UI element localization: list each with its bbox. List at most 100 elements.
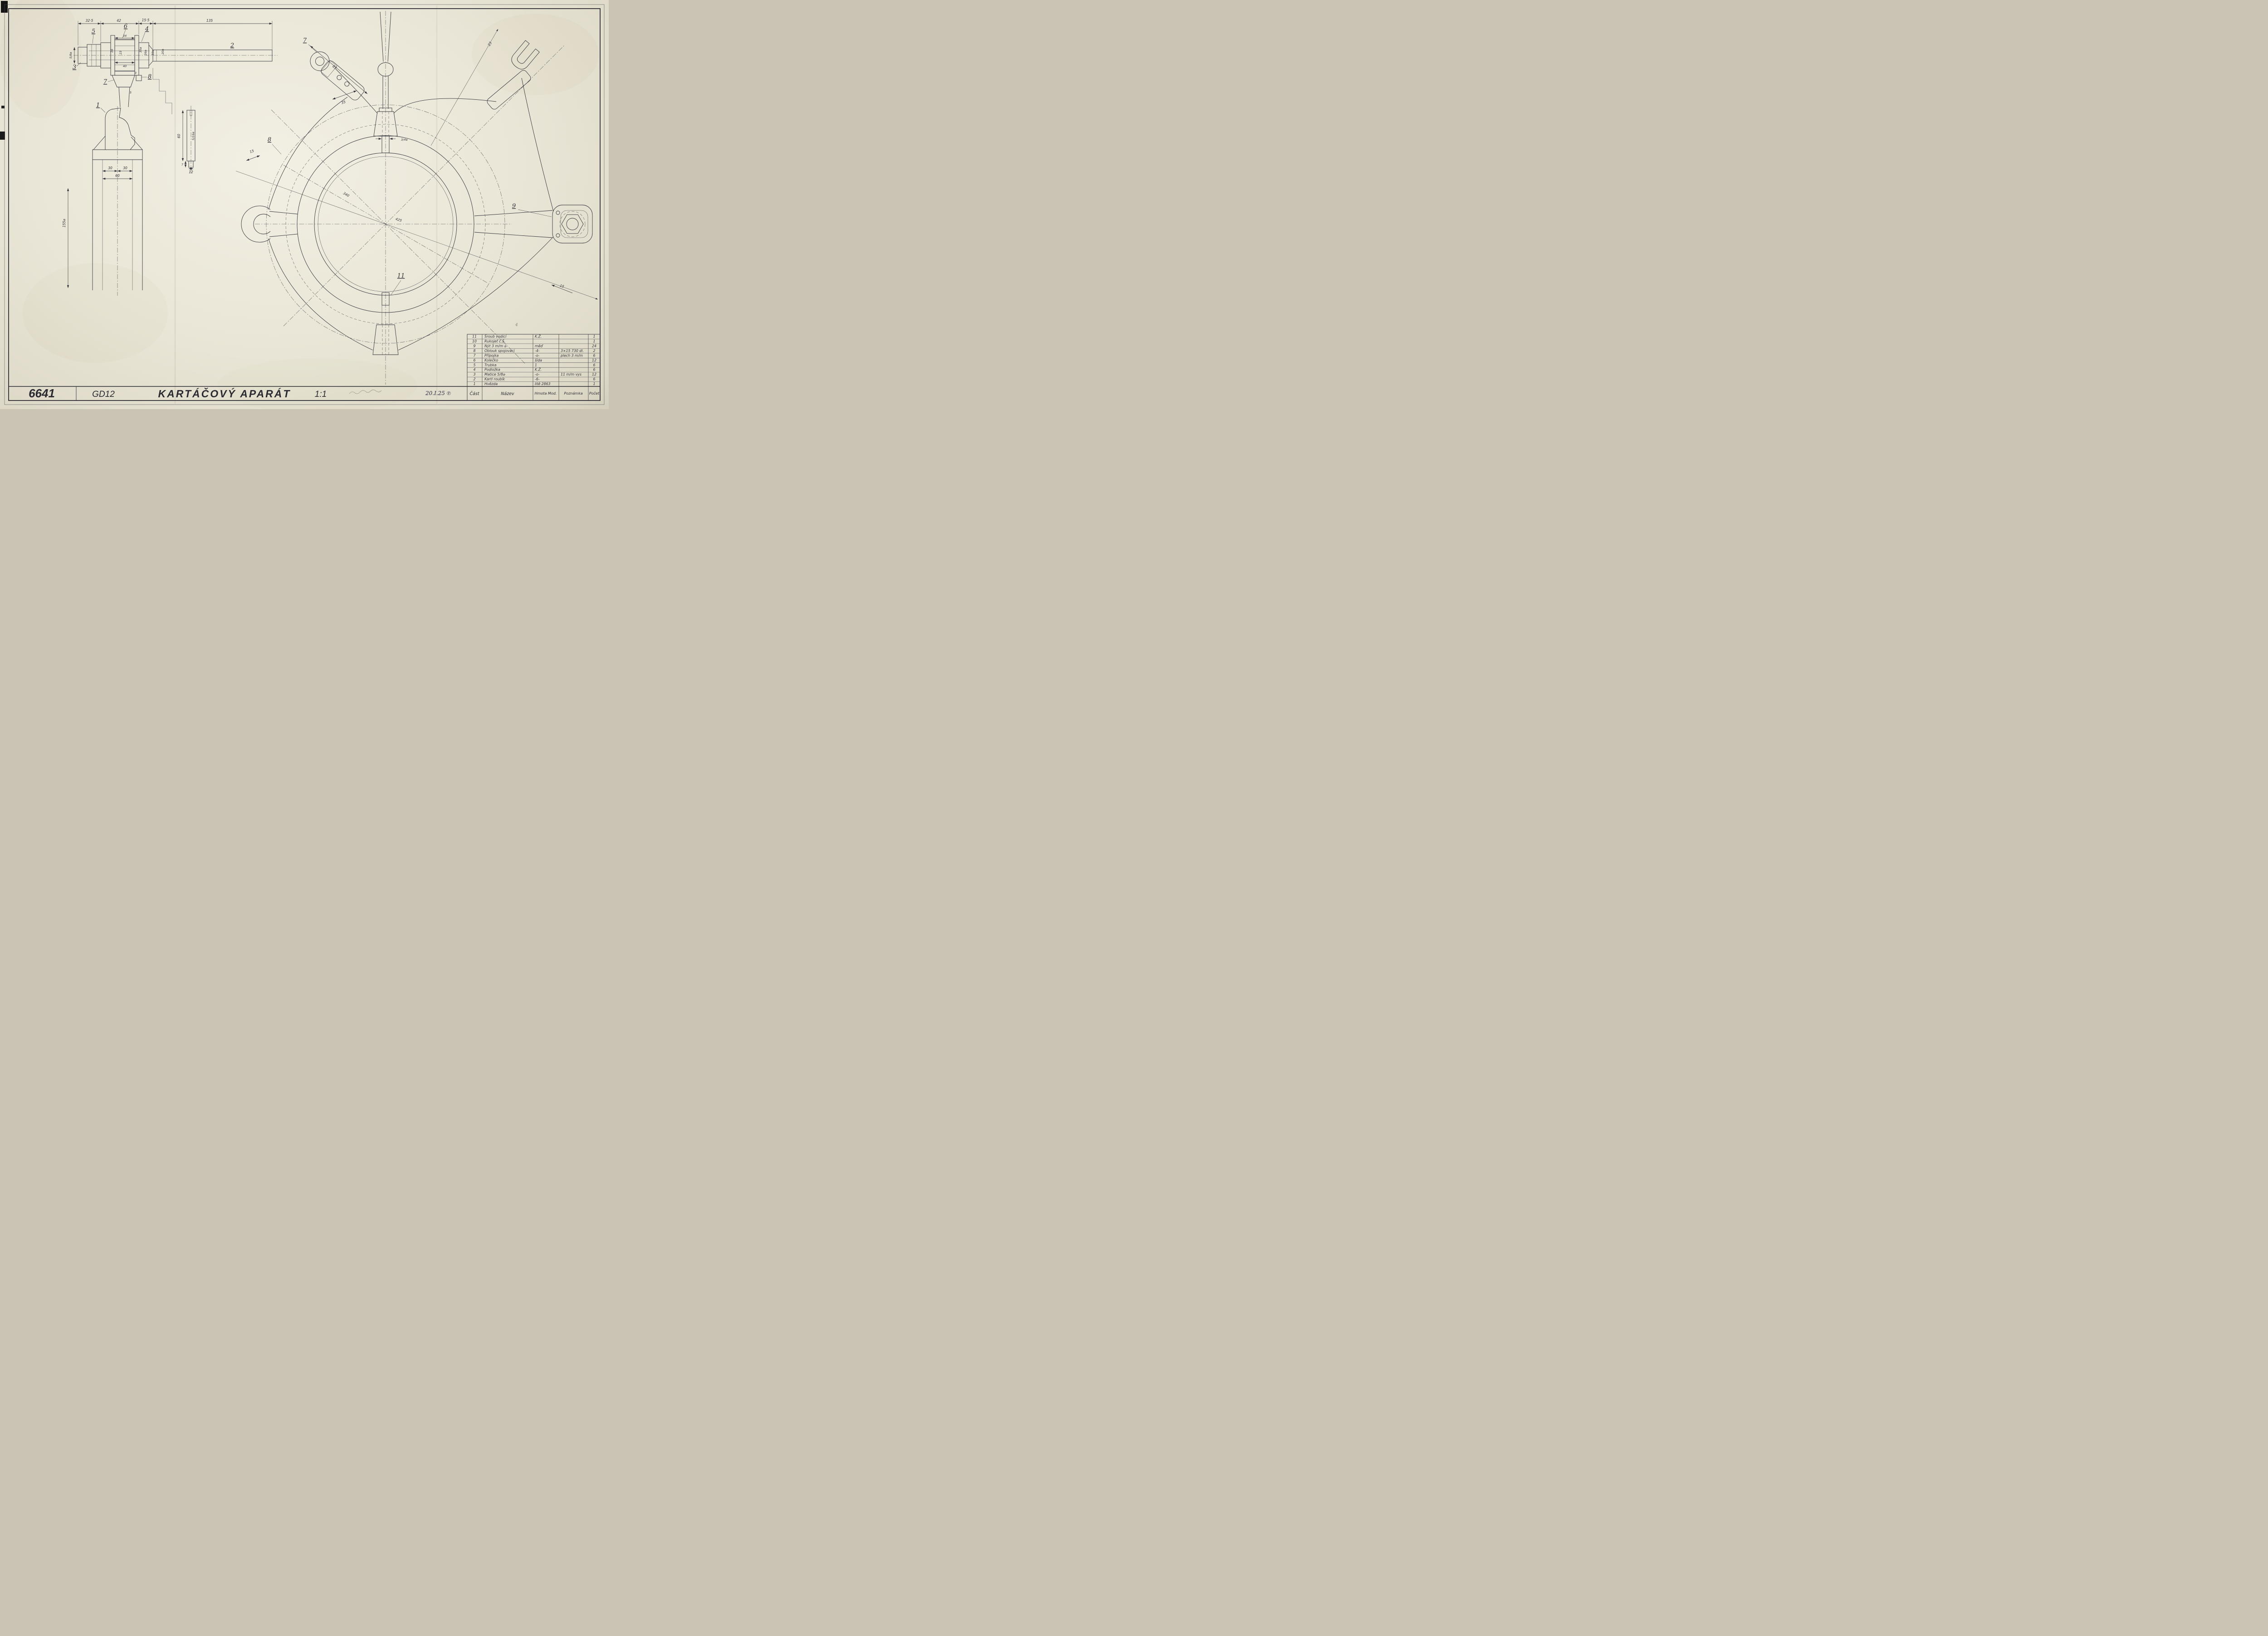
dim-30-left: 30	[108, 166, 112, 170]
cell-num: 11	[472, 335, 477, 339]
paper-stains	[0, 0, 599, 409]
diameter-line-425	[235, 171, 598, 300]
cell-nazev: Šroub vodicí	[484, 335, 507, 339]
border-frame	[4, 4, 605, 405]
cell-nazev: Podložka	[484, 368, 500, 372]
dim-155dia: 155⌀	[62, 219, 66, 227]
inner-border	[8, 8, 601, 401]
header-nazev: Název	[501, 391, 514, 396]
header-poznamka: Poznámka	[564, 391, 582, 396]
shaft-assembly-view: 32·5 42 15·5 135 34 5/8⌀ 16 23 35⌀ 26⌀ 5…	[67, 18, 278, 288]
cell-num: 4	[474, 368, 476, 372]
callout-4: 4	[145, 26, 149, 33]
dim-star-15-right: 15	[559, 283, 565, 289]
cell-pocet: 1	[593, 339, 596, 343]
part1-hook-section	[105, 107, 135, 150]
table-row: 6 Kolečko šída 12	[474, 358, 596, 362]
table-row: 7 Přípojka -o- plech 3 m/m 6	[474, 353, 596, 357]
bracket-body	[321, 60, 365, 100]
cell-nazev: Hvězda	[484, 382, 498, 386]
dim-50dia: 50⌀	[151, 50, 155, 55]
washer-circle	[559, 211, 586, 237]
callout-star-11: 11	[397, 273, 405, 279]
part6-bushing-section-top	[114, 39, 135, 46]
cell-num: 10	[472, 339, 477, 343]
hex-nut	[561, 214, 584, 234]
header-hmota: Hmota Mod.	[535, 391, 557, 396]
pin-detail-view: 60 5/16⌀ 12 7	[177, 106, 196, 174]
table-row: 4 Podložka K.Ž. 6	[474, 368, 596, 372]
scan-artifacts	[0, 1, 438, 404]
dim-34: 34	[123, 34, 127, 38]
bracket-rivet-2	[344, 81, 350, 87]
callout-2: 2	[230, 42, 234, 49]
top-brush-stem	[381, 136, 390, 153]
cell-num: 5	[474, 363, 476, 367]
drawing-scale: 1:1	[315, 390, 327, 399]
outer-pitch-circle	[266, 104, 505, 344]
right-clevis-arm	[474, 205, 593, 244]
dim-star-15-left: 15	[249, 149, 254, 154]
cell-poznamka: 11 m/m vys	[561, 372, 582, 376]
drawing-number: 6641	[29, 386, 55, 400]
nut-bore	[566, 218, 579, 230]
drawing-canvas: 32·5 42 15·5 135 34 5/8⌀ 16 23 35⌀ 26⌀ 5…	[0, 0, 605, 409]
upper-right-fork	[511, 40, 540, 70]
dim-star-3-4: 3/4⌀	[401, 138, 407, 142]
dim-star-23: 23	[487, 41, 493, 47]
header-pocet: Počet	[589, 391, 600, 396]
radial-line-23	[430, 29, 499, 146]
section-break-steps	[152, 68, 172, 114]
bracket-part-view: 30 30 60 155⌀	[62, 106, 143, 296]
dim-15-5: 15·5	[142, 18, 150, 22]
dim-star-425: 425	[395, 217, 403, 223]
fork-slot	[253, 214, 271, 234]
dim-lines	[67, 21, 273, 288]
cell-nazev: Přípojka	[484, 353, 499, 357]
cell-pocet: 12	[592, 372, 596, 376]
dim-23: 23	[119, 51, 122, 54]
star-silhouette	[268, 68, 554, 351]
table-row: 8 Oblouk spojovací -4- 3×15 730 dl. 2	[474, 349, 596, 353]
cell-pocet: 6	[593, 353, 596, 357]
dim-pin-60: 60	[177, 134, 181, 138]
outer-border	[4, 4, 605, 405]
cell-hmota: -4-	[535, 349, 540, 353]
parts-table-grid	[467, 334, 600, 400]
cell-nazev: Rukojeť č.Š.	[484, 339, 505, 343]
callout-8: 8	[148, 73, 152, 80]
clevis-plate	[552, 205, 593, 244]
diagonal-centerline-b	[271, 109, 526, 364]
callout-1: 1	[96, 102, 100, 109]
cell-hmota: -o-	[535, 353, 540, 357]
model-code: GD12	[92, 390, 115, 399]
table-header-row: Část Název Hmota Mod. Poznámka Počet	[469, 391, 600, 396]
dim-16: 16	[110, 49, 114, 53]
date-stamp: 20.I.25 ℗	[425, 390, 451, 396]
cell-pocet: 2	[593, 349, 596, 353]
dim-60: 60	[115, 174, 120, 178]
cell-num: 9	[474, 344, 476, 348]
dim-3: 3	[135, 71, 137, 75]
cell-pocet: 1	[593, 335, 596, 339]
callout-6: 6	[124, 23, 127, 30]
rivet-top	[556, 210, 560, 215]
callout-7: 7	[103, 78, 108, 85]
cell-pocet: 6	[593, 368, 596, 372]
table-row: 5 Trubka 1 6	[474, 363, 596, 367]
pin-slot	[190, 110, 192, 116]
cell-hmota: šída	[535, 358, 542, 362]
cell-num: 3	[474, 372, 476, 376]
cell-num: 1	[474, 382, 476, 386]
cell-hmota: litě 2863	[535, 382, 551, 386]
cell-nazev: Trubka	[484, 363, 497, 367]
part7-section	[112, 75, 135, 88]
top-handle-assembly	[373, 11, 398, 153]
pencil-annotation	[349, 390, 382, 394]
clevis-plate-inner	[560, 210, 588, 238]
left-fork-arm	[241, 205, 298, 243]
callout-star-9: 9	[512, 203, 516, 210]
cell-nazev: Matice 5/8⌀	[484, 372, 505, 376]
part2-shaft	[152, 49, 273, 62]
cell-num: 7	[474, 353, 476, 357]
